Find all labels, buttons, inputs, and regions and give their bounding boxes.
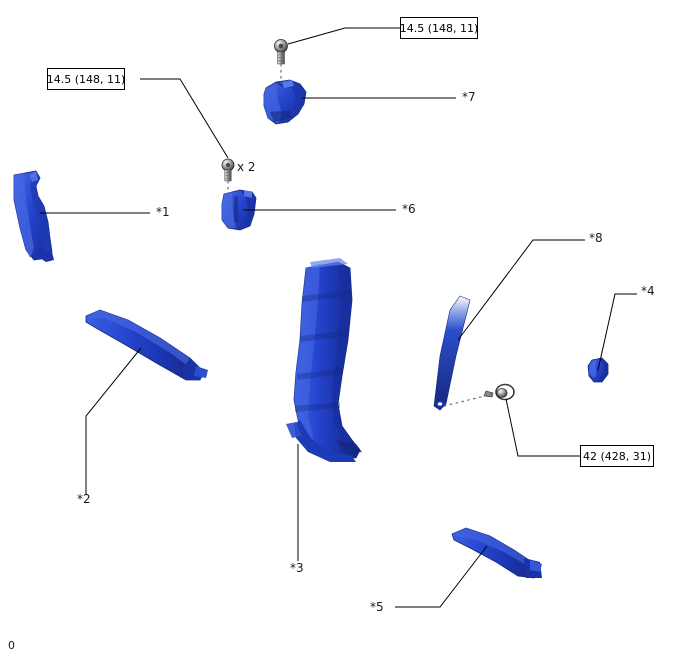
callout-box-top-left[interactable]: 14.5 (148, 11) [47,68,125,90]
part-8-graphic [433,295,471,411]
callout-box-bottom-right[interactable]: 42 (428, 31) [580,445,654,467]
leader-line-2 [85,347,142,494]
callout-text-top-left: 14.5 (148, 11) [46,72,126,86]
leader-line-callout-top-right [287,27,400,45]
clip-graphic [483,383,515,401]
part-marker-8[interactable]: *8 [589,231,603,245]
bolt-top-graphic [274,39,288,65]
leader-line-callout-top-left [140,78,229,159]
part-marker-5[interactable]: *5 [370,600,384,614]
callout-text-bottom-right: 42 (428, 31) [582,449,652,463]
leader-line-callout-bottom-right [505,398,580,457]
bolt-center-graphic [221,158,235,182]
part-5-graphic [451,527,542,579]
callout-text-top-right: 14.5 (148, 11) [399,21,479,35]
part-3-graphic [286,258,362,462]
part-marker-6[interactable]: *6 [402,202,416,216]
corner-label: 0 [8,639,15,652]
part-7-graphic [263,79,307,125]
leader-line-8 [457,239,585,341]
part-1-graphic [13,170,54,262]
quantity-label-center-bolt: x 2 [237,160,256,174]
part-marker-4[interactable]: *4 [641,284,655,298]
part-marker-2[interactable]: *2 [77,492,91,506]
callout-box-top-right[interactable]: 14.5 (148, 11) [400,17,478,39]
assembly-dashed-lines [227,64,494,407]
part-2-graphic [85,309,208,381]
dashed-line-clip-to-part-8 [443,393,494,407]
part-marker-1[interactable]: *1 [156,205,170,219]
part-marker-3[interactable]: *3 [290,561,304,575]
leader-line-4 [597,293,637,371]
part-6-graphic [221,189,257,231]
leader-line-5 [395,545,488,608]
leader-lines [40,27,637,608]
part-marker-7[interactable]: *7 [462,90,476,104]
